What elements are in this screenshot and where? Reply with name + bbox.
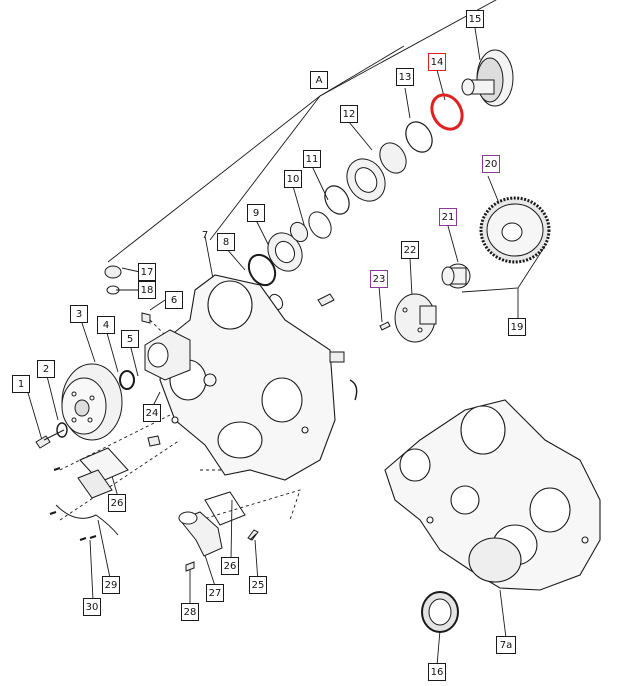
part-12-bearing	[346, 142, 407, 202]
callout-20[interactable]: 20	[482, 155, 500, 173]
callout-27[interactable]: 27	[206, 584, 224, 602]
callout-a[interactable]: A	[310, 71, 328, 89]
callout-10[interactable]: 10	[284, 170, 302, 188]
clip-part	[349, 379, 358, 401]
callout-22[interactable]: 22	[401, 241, 419, 259]
pin-fitting	[317, 293, 335, 307]
callout-18[interactable]: 18	[138, 281, 156, 299]
part-8-seal	[247, 253, 277, 287]
callout-14[interactable]: 14	[428, 53, 446, 71]
callout-12[interactable]: 12	[340, 105, 358, 123]
callout-19[interactable]: 19	[508, 318, 526, 336]
callout-9[interactable]: 9	[247, 204, 265, 222]
screws-left	[49, 467, 97, 541]
part-15-shaft-gear	[461, 49, 514, 107]
leader-19	[461, 245, 546, 293]
part-9-bearing	[267, 221, 309, 272]
part-26-gasket-right	[204, 491, 246, 526]
callout-13[interactable]: 13	[396, 68, 414, 86]
part-28-screw	[185, 561, 195, 572]
part-3-pulley	[61, 363, 123, 441]
leader-lines	[25, 27, 519, 667]
callout-25[interactable]: 25	[249, 576, 267, 594]
part-17-cap	[104, 265, 122, 279]
part-26-flange-left	[77, 469, 113, 499]
sensor-part	[329, 351, 345, 363]
part-5-seal	[119, 370, 135, 390]
callout-28[interactable]: 28	[181, 603, 199, 621]
part-13-circlip	[405, 121, 433, 153]
part-7-front-cover	[159, 274, 336, 481]
callout-7a[interactable]: 7a	[496, 636, 516, 654]
callout-23[interactable]: 23	[370, 270, 388, 288]
part-2-washer	[56, 422, 68, 438]
part-18-washer	[106, 285, 120, 295]
part-24-sensor	[147, 435, 161, 447]
part-6-fitting	[141, 312, 151, 324]
callout-16[interactable]: 16	[428, 663, 446, 681]
guide-line-a-3	[319, 45, 405, 97]
dashed-lines	[59, 319, 301, 521]
part-25-bolt	[247, 529, 259, 541]
callout-8[interactable]: 8	[217, 233, 235, 251]
callout-30[interactable]: 30	[83, 598, 101, 616]
part-7a-assembled-cover	[384, 399, 601, 591]
callout-7: 7	[201, 229, 209, 241]
callout-17[interactable]: 17	[138, 263, 156, 281]
part-11-ring	[324, 185, 350, 215]
part-1-bolt	[35, 429, 65, 449]
callout-29[interactable]: 29	[102, 576, 120, 594]
part-22-hub	[394, 293, 437, 343]
part-16-seal	[421, 591, 459, 633]
callout-11[interactable]: 11	[303, 150, 321, 168]
callout-4[interactable]: 4	[97, 316, 115, 334]
part-10-circlip	[308, 211, 332, 239]
part-21-bushing	[441, 263, 471, 289]
part-14-seal-ring	[430, 93, 464, 131]
callout-2[interactable]: 2	[37, 360, 55, 378]
callout-26-left[interactable]: 26	[108, 494, 126, 512]
part-23-bolt	[379, 321, 391, 331]
callout-6[interactable]: 6	[165, 291, 183, 309]
callout-15[interactable]: 15	[466, 10, 484, 28]
callout-5[interactable]: 5	[121, 330, 139, 348]
callout-3[interactable]: 3	[70, 305, 88, 323]
guide-line-a-2	[209, 95, 321, 241]
callout-1[interactable]: 1	[12, 375, 30, 393]
part-4-housing	[144, 329, 191, 381]
callout-24[interactable]: 24	[143, 404, 161, 422]
part-20-gear	[479, 196, 551, 264]
callout-21[interactable]: 21	[439, 208, 457, 226]
callout-26-right[interactable]: 26	[221, 557, 239, 575]
part-27-elbow	[178, 511, 223, 557]
part-29-wire	[55, 504, 119, 536]
